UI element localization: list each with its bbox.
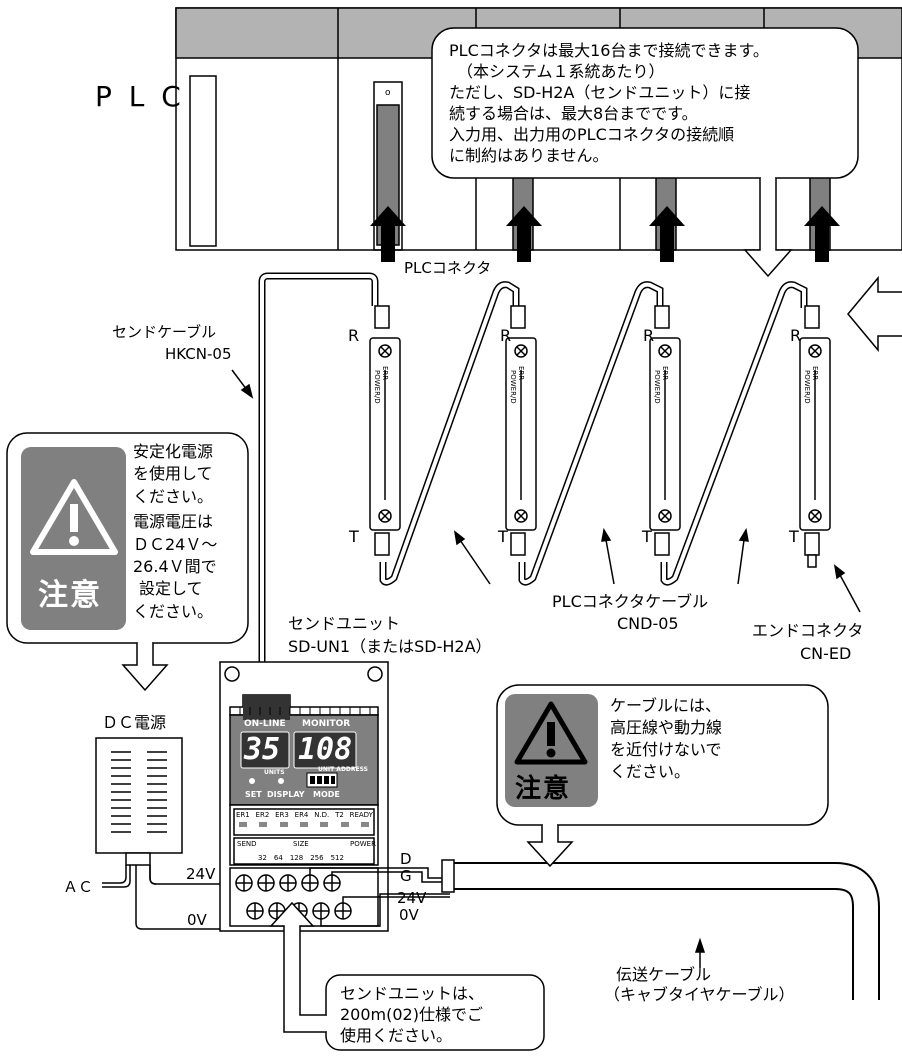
led-label: ER2 [255,811,270,819]
warning-triangle-icon-1 [30,479,118,555]
v0-label: 0V [187,911,207,929]
units-display: 35 [244,732,281,767]
connector-power-mark-4: POWER/D [803,370,811,404]
end-connector-model: CN-ED [800,644,852,663]
t-label-2: T [498,527,508,546]
t-label-3: T [642,527,652,546]
plc-connector-cable-label: PLCコネクタケーブル [552,592,709,611]
send-callout-bubble [269,901,545,1051]
led-label: N.D. [314,811,330,819]
caution-label-2: 注意 [515,774,572,804]
cable-sleeve [441,859,455,893]
warning-triangle-icon-2 [514,701,588,765]
size-value: 32 [258,854,267,862]
send-cable-label: センドケーブル [112,323,217,341]
size-value: 128 [289,854,304,862]
r-label-1: R [348,326,360,345]
led-indicator: o [385,88,391,98]
caution-text-2: ケーブルには、 高圧線や動力線 を近付けないで ください。 [610,696,723,781]
send-cable-plug [243,695,290,720]
r-label-4: R [790,326,802,345]
connector-err-mark-3: ERR [661,366,669,381]
size-value: 256 [310,854,324,862]
size-value: 512 [330,854,344,862]
r-label-2: R [500,326,512,345]
power-led-label: POWER [350,840,376,848]
led-label: ER1 [236,811,250,819]
led-label: ER3 [275,811,289,819]
units-caption: UNITS [264,769,285,776]
d-label: D [400,850,412,868]
t-label-4: T [789,527,799,546]
plc-label: P L C [95,80,185,113]
plc-connector-label: PLCコネクタ [404,259,492,277]
panel-buttons [249,778,284,784]
dc-vents [111,751,167,833]
t-label-1: T [349,527,359,546]
led-row-top: ER1 ER2 ER3 ER4 N.D. T2 READY [236,811,373,819]
plc-callout-text: PLCコネクタは最大16台まで接続できます。 （本システム１系統あたり） ただし… [449,41,769,165]
v24-label: 24V [186,865,216,883]
plc-callout-bubble [431,27,859,278]
dc-power-supply [95,737,183,866]
g-label: G [400,867,412,885]
r-label-3: R [643,326,655,345]
led-label: ER4 [294,811,309,819]
send-unit-label: センドユニット [288,614,401,633]
mode-switches [310,776,335,784]
mode-switch-label[interactable]: MODE [313,790,340,799]
monitor-label: MONITOR [302,719,351,729]
display-button-label[interactable]: DISPLAY [267,790,305,799]
plc-connector-cable-model: CND-05 [617,614,679,633]
v0-right-label: 0V [399,906,419,924]
led-row-top-lamps [239,822,369,827]
unit-address-caption: UNIT ADDRESS [318,766,369,773]
connector-err-mark-2: ERR [517,366,525,381]
connector-err-mark-4: ERR [811,366,819,381]
size-label: SIZE [293,840,309,848]
transmission-cable-sub: （キャブタイヤケーブル） [604,985,795,1004]
monitor-display: 108 [298,732,353,767]
caution-label-1: 注意 [38,578,102,613]
v24-right-label: 24V [397,889,427,907]
connector-power-mark-3: POWER/D [653,370,661,404]
transmission-cable-label: 伝送ケーブル [616,965,712,984]
connector-power-mark-1: POWER/D [373,370,381,404]
send-cable-model: HKCN-05 [165,345,232,363]
send-unit-grille [239,707,371,715]
ac-label: ＡＣ [63,878,94,896]
end-connector-label: エンドコネクタ [752,621,864,640]
online-label: ON-LINE [244,719,286,729]
connector-screws [378,344,822,523]
send-led-label: SEND [237,840,257,848]
caution-text-1: 安定化電源 を使用して ください。 電源電圧は ＤＣ24Ｖ～ 26.4Ｖ間で 設… [133,442,218,621]
size-value: 64 [273,854,283,862]
dc-power-label: ＤＣ電源 [102,713,167,732]
pointer-arrows [231,369,861,968]
size-values: 32 64 128 256 512 [258,854,344,862]
led-label: READY [349,811,373,819]
insert-arrows [370,206,840,262]
connector-cables [379,281,808,586]
connector-power-mark-2: POWER/D [509,370,517,404]
send-callout-text: センドユニットは、 200m(02)仕様でご 使用ください。 [340,984,485,1045]
led-label: T2 [335,811,344,819]
next-arrow [847,275,902,353]
send-unit-model: SD-UN1（またはSD-H2A） [288,637,492,656]
signal-wires [309,867,450,927]
connector-err-mark-1: ERR [381,366,389,381]
set-button-label[interactable]: SET [245,790,262,799]
